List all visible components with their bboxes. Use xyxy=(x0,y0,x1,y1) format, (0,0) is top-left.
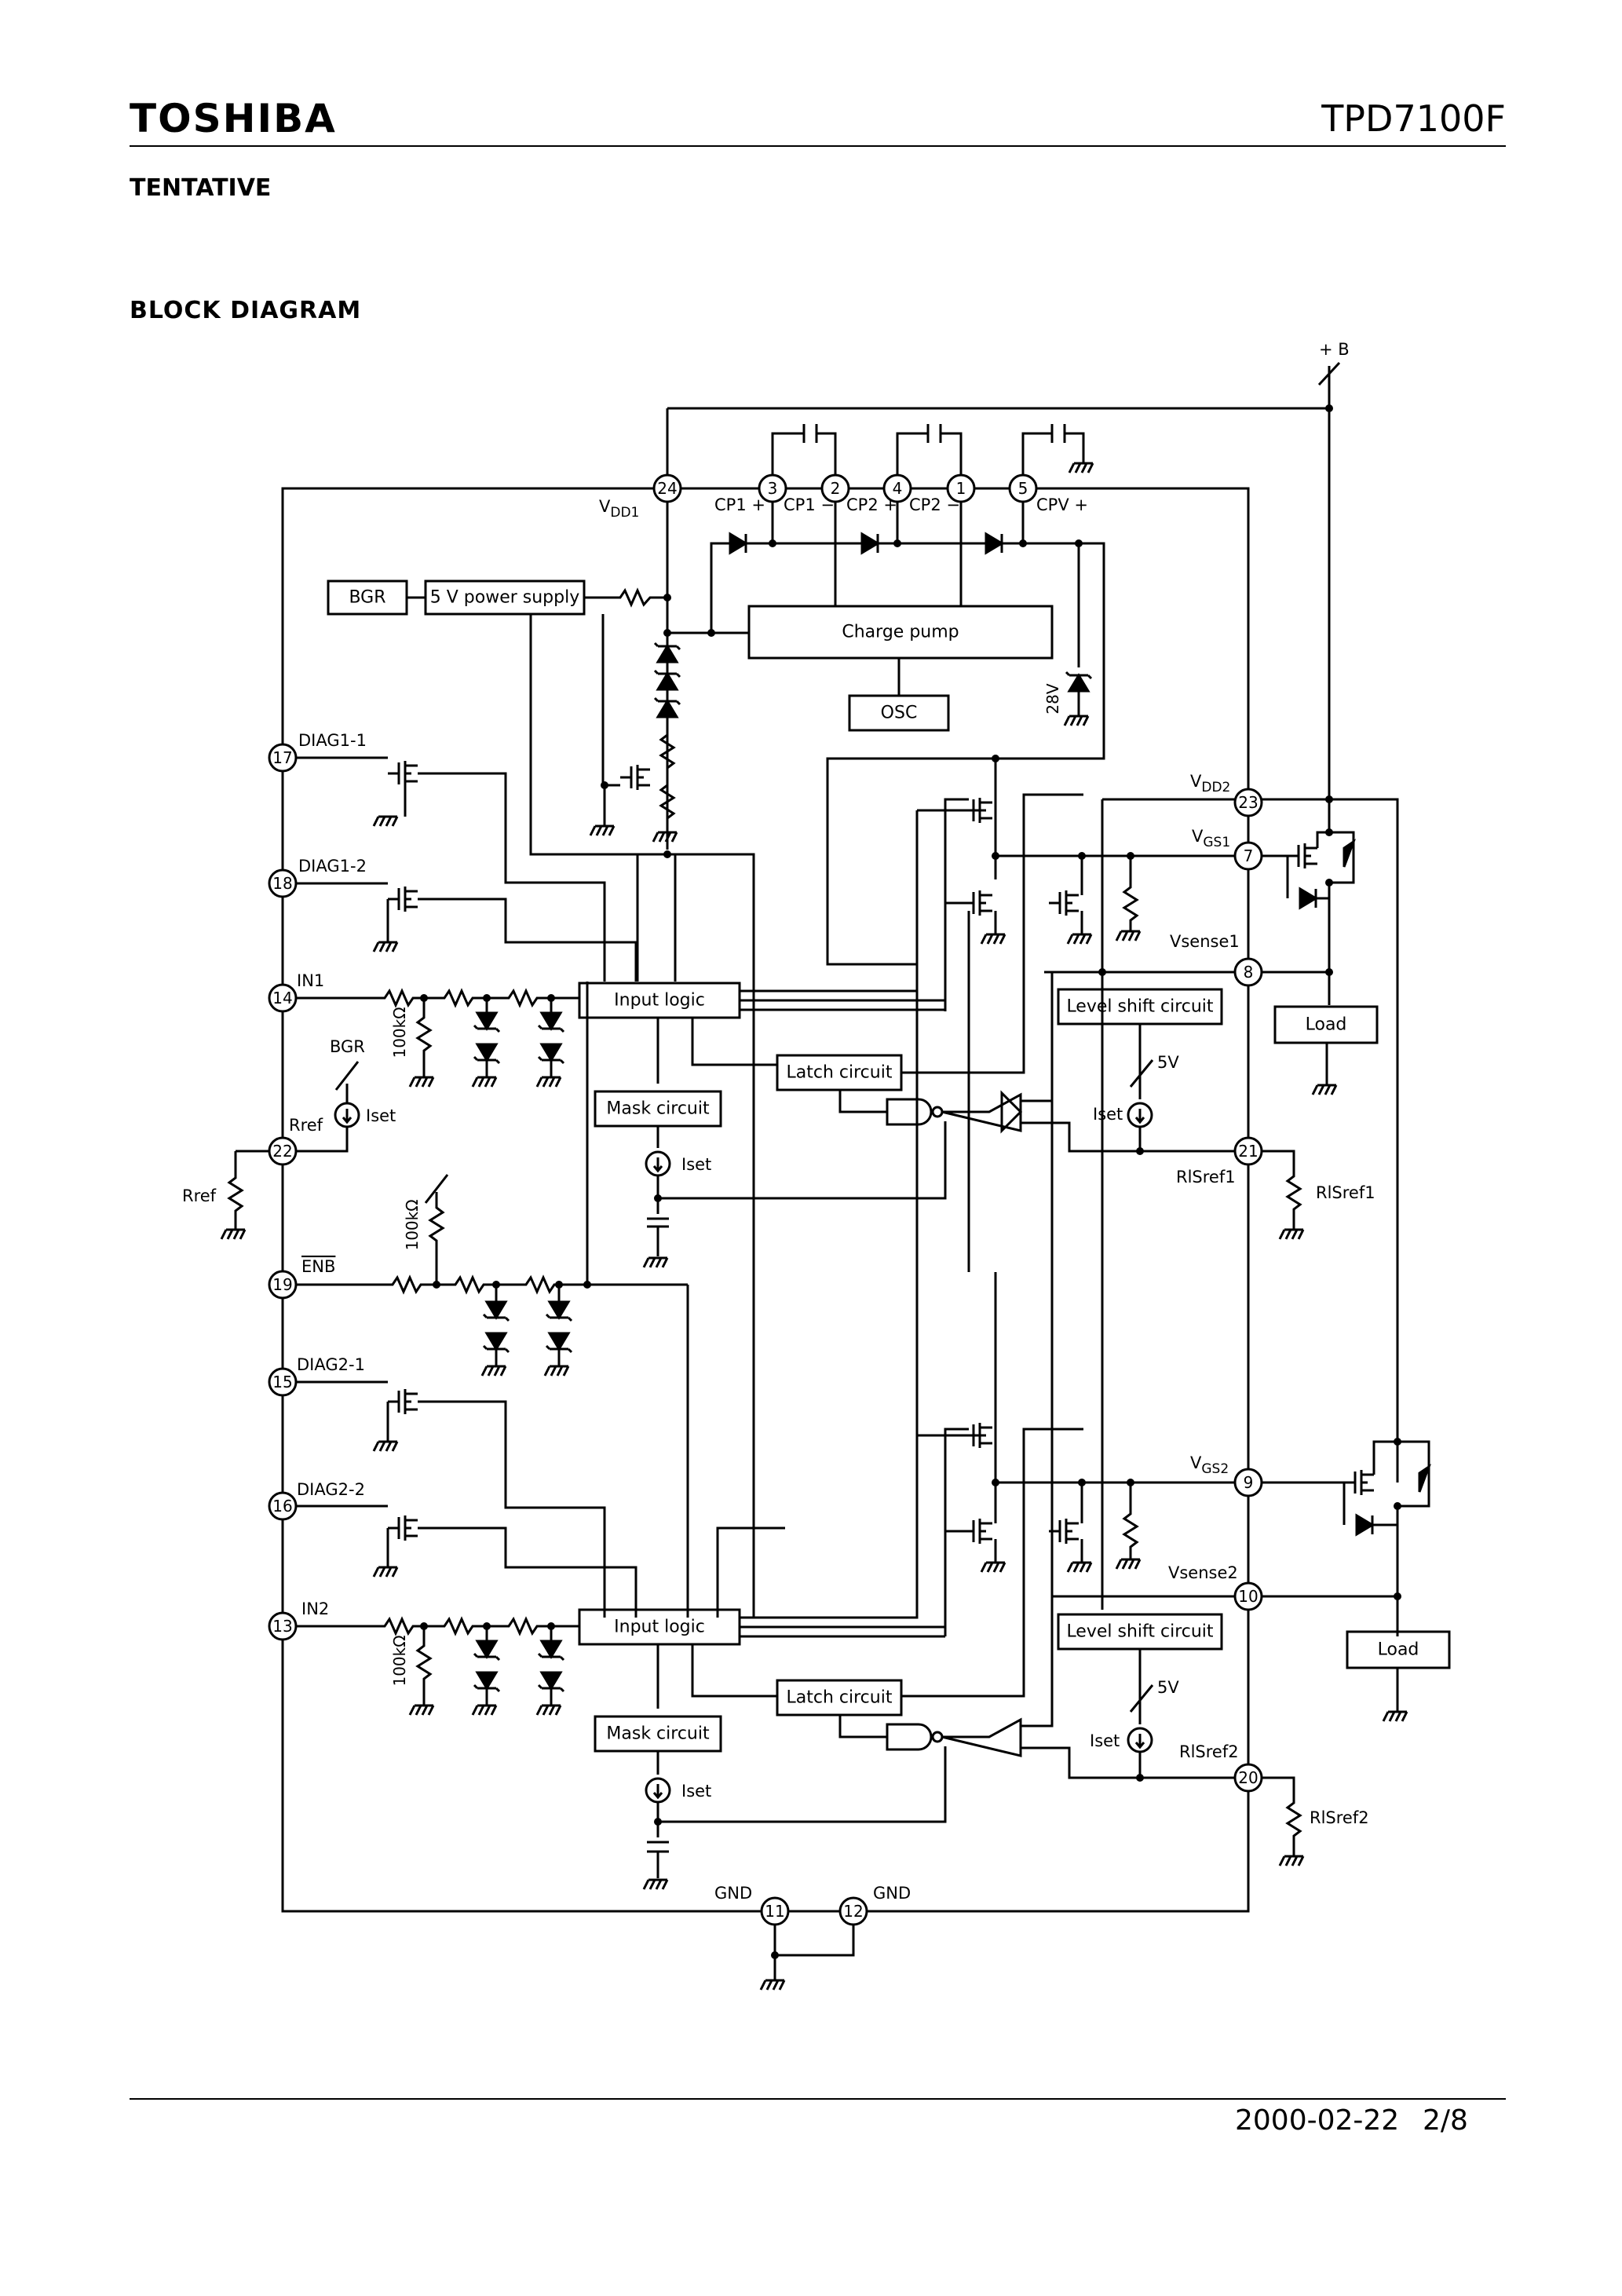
power-supply-label: 5 V power supply xyxy=(430,588,580,608)
resistor-100k-in2: 100kΩ xyxy=(390,1635,409,1686)
pin-15: 15 xyxy=(272,1373,292,1391)
label-diag2-1: DIAG2-1 xyxy=(297,1355,365,1374)
footer-rule xyxy=(130,2098,1506,2100)
latch-circuit-2-label: Latch circuit xyxy=(787,1688,893,1708)
label-5v-a: 5V xyxy=(1157,1053,1179,1072)
nand-gate-2 xyxy=(886,1723,933,1751)
label-in1: IN1 xyxy=(297,971,324,990)
cp1-capacitor xyxy=(771,424,837,488)
label-in2: IN2 xyxy=(301,1600,329,1618)
pin-23: 23 xyxy=(1238,793,1258,812)
label-diag1-2: DIAG1-2 xyxy=(298,857,367,876)
label-diag1-1: DIAG1-1 xyxy=(298,731,367,750)
label-vgs1: VGS1 xyxy=(1192,827,1230,850)
label-28v: 28V xyxy=(1043,683,1062,714)
label-vsense1: Vsense1 xyxy=(1170,932,1240,951)
pin-9: 9 xyxy=(1244,1473,1254,1492)
label-rref-pin: Rref xyxy=(289,1116,323,1135)
mask-circuit-2-label: Mask circuit xyxy=(606,1724,710,1744)
pin-18: 18 xyxy=(272,874,292,893)
pin-8: 8 xyxy=(1244,963,1254,982)
mask-circuit-1-label: Mask circuit xyxy=(606,1099,710,1119)
pin-2: 2 xyxy=(831,479,841,498)
pin-4: 4 xyxy=(893,479,903,498)
nand-gate-1 xyxy=(886,1098,933,1126)
label-enb: ENB xyxy=(301,1257,335,1276)
charge-pump-label: Charge pump xyxy=(842,623,959,642)
label-5v-b: 5V xyxy=(1157,1678,1179,1697)
label-iset-ls2: Iset xyxy=(1090,1731,1120,1750)
pin-22: 22 xyxy=(272,1142,292,1161)
osc-label: OSC xyxy=(881,704,918,723)
label-cp2-plus: CP2 + xyxy=(846,495,897,514)
input-logic-1-label: Input logic xyxy=(614,991,705,1011)
pin-12: 12 xyxy=(843,1902,863,1921)
label-gnd-11: GND xyxy=(714,1884,752,1903)
pin-16: 16 xyxy=(272,1497,292,1515)
level-shift-2-label: Level shift circuit xyxy=(1066,1622,1213,1642)
input-logic-2-label: Input logic xyxy=(614,1618,705,1637)
pin-3: 3 xyxy=(768,479,778,498)
plus-b-rail xyxy=(666,361,1341,799)
pin-5: 5 xyxy=(1018,479,1028,498)
label-vdd1: VDD1 xyxy=(599,497,639,521)
label-diag2-2: DIAG2-2 xyxy=(297,1480,365,1499)
label-iset-rref: Iset xyxy=(366,1106,396,1125)
latch-circuit-1-label: Latch circuit xyxy=(787,1063,893,1083)
pin-7: 7 xyxy=(1244,846,1254,865)
label-cp1-plus: CP1 + xyxy=(714,495,765,514)
label-rlsref2-external: RlSref2 xyxy=(1310,1808,1369,1827)
pin-21: 21 xyxy=(1238,1142,1258,1161)
pin-24: 24 xyxy=(657,479,677,498)
cp2-capacitor xyxy=(896,424,963,488)
header-rule xyxy=(130,145,1506,147)
charge-pump-diodes xyxy=(729,532,1004,555)
label-iset-ls1: Iset xyxy=(1093,1105,1123,1124)
load-2-label: Load xyxy=(1378,1640,1419,1660)
label-vgs2: VGS2 xyxy=(1190,1453,1229,1477)
pin-20: 20 xyxy=(1238,1768,1258,1787)
label-plus-b: + B xyxy=(1319,340,1350,359)
label-bgr-small: BGR xyxy=(330,1037,365,1056)
pin-13: 13 xyxy=(272,1617,292,1636)
cpv-capacitor xyxy=(1021,424,1085,488)
pin-19: 19 xyxy=(272,1275,292,1294)
label-iset-mask1: Iset xyxy=(681,1155,711,1174)
load-1-label: Load xyxy=(1306,1015,1347,1035)
level-shift-1-label: Level shift circuit xyxy=(1066,997,1213,1017)
label-rref-external: Rref xyxy=(182,1186,217,1205)
status-label: TENTATIVE xyxy=(130,174,272,202)
section-title: BLOCK DIAGRAM xyxy=(130,297,362,324)
pin-14: 14 xyxy=(272,989,292,1007)
label-vdd2: VDD2 xyxy=(1190,772,1230,795)
pin-circles xyxy=(268,473,1263,1926)
pin-11: 11 xyxy=(765,1902,784,1921)
pin-17: 17 xyxy=(272,748,292,767)
pin-10: 10 xyxy=(1238,1587,1258,1606)
resistor-100k-enb: 100kΩ xyxy=(403,1199,422,1250)
label-cp2-minus: CP2 − xyxy=(909,495,960,514)
part-number: TPD7100F xyxy=(1321,97,1506,140)
label-rlsref2-pin: RlSref2 xyxy=(1179,1742,1239,1761)
resistor-100k-in1: 100kΩ xyxy=(390,1007,409,1058)
label-vsense2: Vsense2 xyxy=(1168,1563,1238,1582)
footer-date: 2000-02-22 xyxy=(1235,2104,1400,2137)
bgr-label: BGR xyxy=(349,588,385,608)
label-cp1-minus: CP1 − xyxy=(784,495,835,514)
pin-1: 1 xyxy=(956,479,966,498)
label-cpv-plus: CPV + xyxy=(1036,495,1088,514)
label-iset-mask2: Iset xyxy=(681,1782,711,1801)
junction-dots xyxy=(420,404,1401,1959)
footer-page-number: 2/8 xyxy=(1423,2104,1468,2137)
toshiba-logo: TOSHIBA xyxy=(130,96,337,141)
label-rlsref1-pin: RlSref1 xyxy=(1176,1168,1236,1186)
label-rlsref1-external: RlSref1 xyxy=(1316,1183,1375,1202)
label-gnd-12: GND xyxy=(873,1884,911,1903)
